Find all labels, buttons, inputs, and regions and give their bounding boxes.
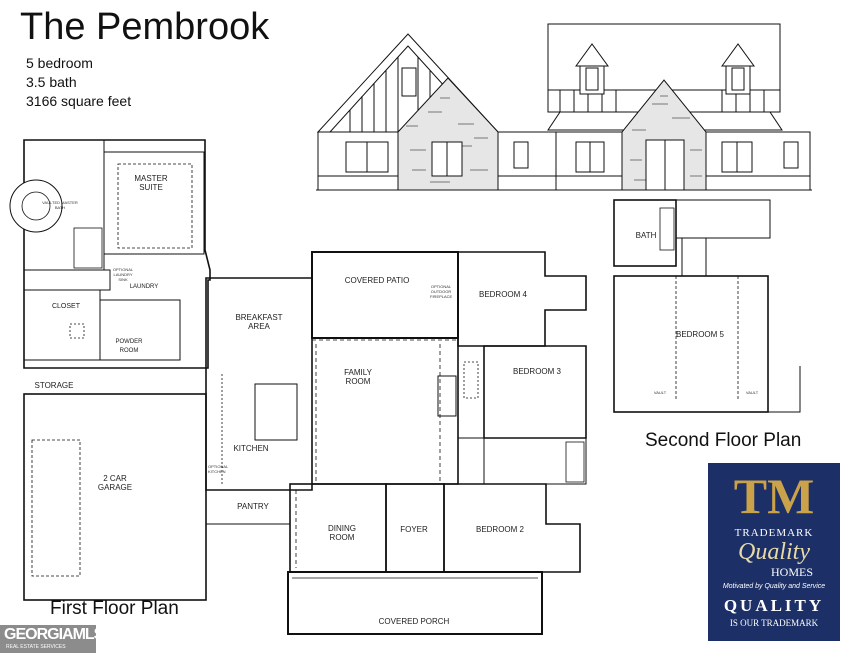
georgiamls-watermark: GEORGIAMLS REAL ESTATE SERVICES <box>0 625 104 653</box>
logo-initials: TM <box>733 468 815 524</box>
first-floor-title: First Floor Plan <box>50 598 179 619</box>
closet-label: CLOSET <box>51 303 80 310</box>
garage-label: 2 CAR GARAGE <box>97 474 133 492</box>
second-floor-plan <box>613 199 801 413</box>
second-floor-title: Second Floor Plan <box>645 430 802 451</box>
optional-fireplace-label: OPTIONAL OUTDOOR FIREPLACE <box>430 284 453 299</box>
laundry-sink-label: OPTIONAL LAUNDRY SINK <box>112 267 134 282</box>
logo-trademark-text: TRADEMARK <box>734 527 814 539</box>
breakfast-area-label: BREAKFAST AREA <box>235 313 283 331</box>
bedroom-5-label: BEDROOM 5 <box>675 330 724 339</box>
upper-bath-label: BATH <box>635 231 657 240</box>
storage-label: STORAGE <box>34 381 74 390</box>
vault-right-label: VAULT <box>745 390 759 395</box>
trademark-homes-logo: TM TRADEMARK Quality HOMES Motivated by … <box>708 463 840 641</box>
master-suite-label: MASTER SUITE <box>134 174 168 192</box>
laundry-label: LAUNDRY <box>129 284 159 290</box>
foyer-label: FOYER <box>400 525 428 534</box>
logo-motto: Motivated by Quality and Service <box>722 583 826 590</box>
bedroom-2-label: BEDROOM 2 <box>475 525 524 534</box>
covered-porch-label: COVERED PORCH <box>378 617 450 626</box>
logo-tagline: IS OUR TRADEMARK <box>729 618 819 628</box>
page-title: The Pembrook <box>20 6 270 48</box>
watermark-name: GEORGIAMLS <box>4 626 104 643</box>
logo-homes-text: HOMES <box>770 565 813 579</box>
first-floor-plan <box>9 139 587 635</box>
logo-quality-caps: QUALITY <box>723 596 825 615</box>
powder-room-label: POWDER ROOM <box>115 339 143 354</box>
pantry-label: PANTRY <box>237 502 269 511</box>
vaulted-bath-label: VAULTED MASTER BATH <box>42 200 78 210</box>
family-room-label: FAMILY ROOM <box>344 368 372 386</box>
kitchen-label: KITCHEN <box>233 444 269 453</box>
watermark-sub: REAL ESTATE SERVICES <box>6 644 66 650</box>
dining-room-label: DINING ROOM <box>328 524 356 542</box>
bedroom-4-label: BEDROOM 4 <box>478 290 527 299</box>
optional-kitchen-label: OPTIONAL KITCHEN <box>208 464 229 474</box>
bedroom-count: 5 bedroom <box>26 55 93 71</box>
square-footage: 3166 square feet <box>26 93 132 109</box>
vault-left-label: VAULT <box>653 390 667 395</box>
covered-patio-label: COVERED PATIO <box>344 276 410 285</box>
bedroom-3-label: BEDROOM 3 <box>512 367 561 376</box>
bath-count: 3.5 bath <box>26 74 77 90</box>
logo-quality-script: Quality <box>738 539 810 565</box>
house-elevation <box>316 23 812 191</box>
